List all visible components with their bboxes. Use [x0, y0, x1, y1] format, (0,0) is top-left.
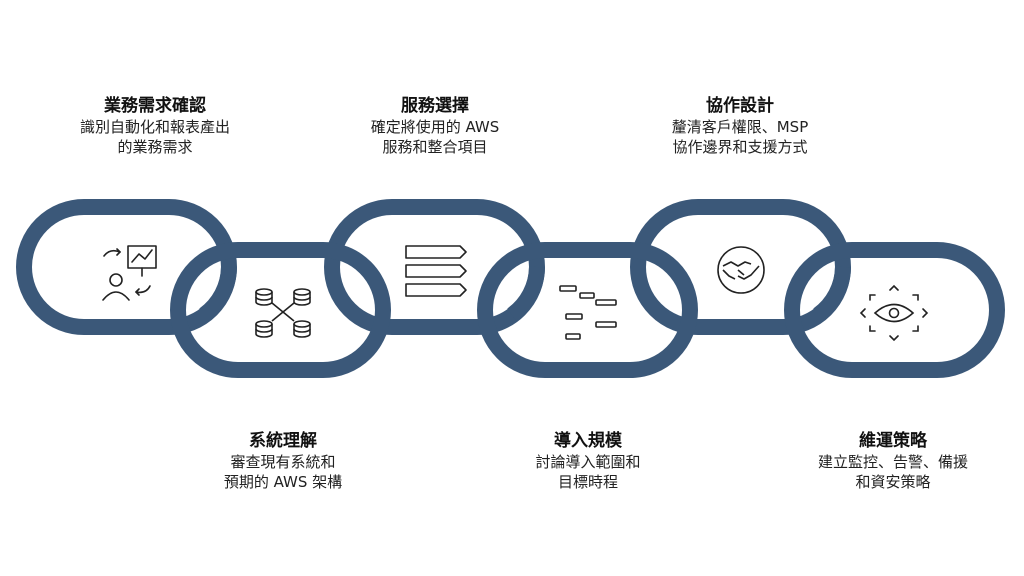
- step-caption-collaboration-design: 協作設計 釐清客戶權限、MSP 協作邊界和支援方式: [620, 95, 860, 157]
- chain-link-4: [477, 242, 698, 378]
- step-caption-service-selection: 服務選擇 確定將使用的 AWS 服務和整合項目: [315, 95, 555, 157]
- step-caption-system-understanding: 系統理解 審查現有系統和 預期的 AWS 架構: [163, 430, 403, 492]
- stacked-layers-icon: [405, 245, 467, 297]
- presenter-board-icon: [102, 245, 157, 301]
- step-caption-business-requirements: 業務需求確認 識別自動化和報表產出 的業務需求: [35, 95, 275, 157]
- step-description: 審查現有系統和 預期的 AWS 架構: [223, 453, 343, 491]
- chain-interlock-1: [199, 266, 237, 322]
- step-title: 協作設計: [706, 96, 774, 116]
- step-title: 維運策略: [859, 431, 927, 451]
- step-title: 系統理解: [249, 431, 317, 451]
- step-title: 服務選擇: [401, 96, 469, 116]
- step-description: 確定將使用的 AWS 服務和整合項目: [370, 118, 500, 156]
- step-title: 業務需求確認: [104, 96, 206, 116]
- step-description: 建立監控、告警、備援 和資安策略: [817, 453, 968, 491]
- chain-interlock-5: [813, 266, 851, 322]
- step-description: 釐清客戶權限、MSP 協作邊界和支援方式: [671, 118, 809, 156]
- step-caption-adoption-scope: 導入規模 討論導入範圍和 目標時程: [468, 430, 708, 492]
- step-caption-operations-strategy: 維運策略 建立監控、告警、備援 和資安策略: [773, 430, 1013, 492]
- chain-link-6: [784, 242, 1005, 378]
- chain-interlock-3: [507, 266, 545, 322]
- chain-link-2: [170, 242, 391, 378]
- step-description: 識別自動化和報表產出 的業務需求: [79, 118, 230, 156]
- handshake-icon: [717, 246, 765, 294]
- step-title: 導入規模: [554, 431, 622, 451]
- gantt-chart-icon: [559, 285, 617, 340]
- database-network-icon: [255, 288, 311, 338]
- eye-monitor-icon: [859, 284, 929, 342]
- step-description: 討論導入範圍和 目標時程: [535, 453, 641, 491]
